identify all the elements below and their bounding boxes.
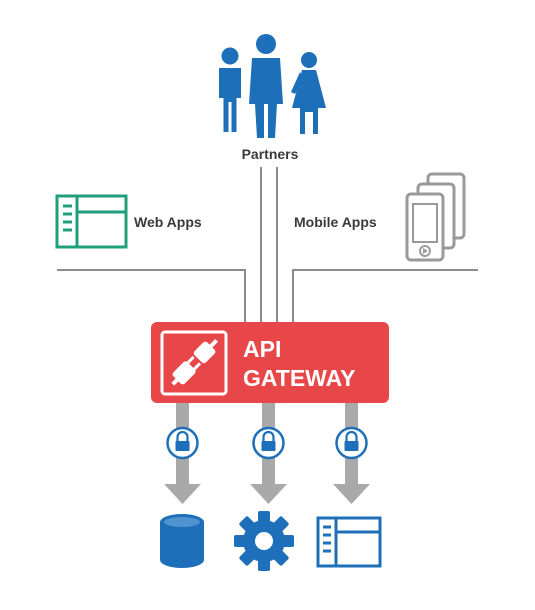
web-apps-label: Web Apps	[134, 214, 202, 230]
secure-arrow-1	[164, 403, 201, 504]
api-gateway-box: API GATEWAY	[151, 322, 389, 403]
plug-connector-icon	[160, 330, 228, 396]
gateway-title-line1: API	[243, 336, 281, 362]
partners-label: Partners	[242, 146, 299, 162]
secure-arrow-3	[333, 403, 370, 504]
padlock-icon	[344, 430, 359, 451]
mobile-apps-label: Mobile Apps	[294, 214, 377, 230]
gateway-title-line2: GATEWAY	[243, 365, 355, 391]
connector-lines	[57, 167, 478, 322]
secure-arrow-2	[250, 403, 287, 504]
web-app-window-icon	[316, 516, 382, 568]
mobile-devices-icon	[405, 172, 466, 262]
gear-icon	[234, 511, 294, 571]
partners-icon	[219, 34, 326, 138]
database-icon	[160, 514, 204, 568]
padlock-icon	[261, 430, 276, 451]
web-app-window-icon	[55, 194, 128, 249]
padlock-icon	[175, 430, 190, 451]
